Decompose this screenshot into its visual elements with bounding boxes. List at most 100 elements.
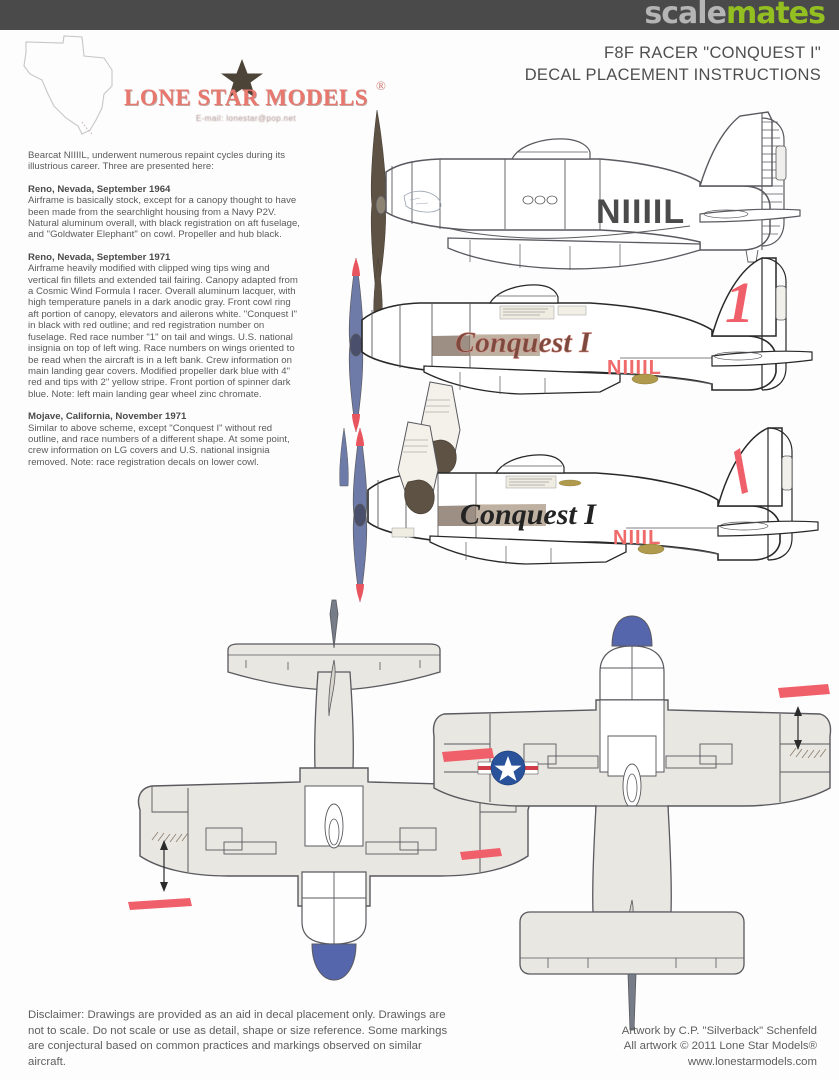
spinner-1971-mojave (353, 503, 367, 527)
cowl-top (599, 645, 665, 701)
copyright-line: All artwork © 2011 Lone Star Models® (623, 1040, 817, 1053)
star-icon (221, 59, 263, 98)
panel-decal-mojave (505, 475, 557, 489)
us-national-insignia (477, 750, 539, 786)
gear-bay-left-bottom (205, 827, 243, 851)
lg-wheel-reno (426, 439, 457, 475)
scheme-body-1: Airframe heavily modified with clipped w… (28, 263, 298, 400)
registered-mark-icon: ® (376, 78, 386, 93)
trim-tab-reno (775, 285, 787, 321)
profile-1971-mojave-drawing (339, 421, 819, 603)
race-number-reno: 1 (725, 270, 754, 335)
race-number-decal-top-left (442, 748, 494, 762)
sheet-header: LONE STAR MODELS ® E-mail: lonestar@pop.… (0, 30, 839, 135)
wing-1964 (447, 237, 701, 270)
vertical-tail-reno (711, 257, 777, 337)
propeller-1971-mojave (339, 427, 368, 603)
horizontal-tail-bottom (227, 643, 441, 691)
spinner-top (611, 615, 653, 647)
aileron-hatch-top (789, 747, 827, 759)
cowl-bottom (301, 871, 367, 945)
lg-cover-mojave (397, 421, 439, 507)
scheme-heading-1: Reno, Nevada, September 1971 (28, 251, 171, 263)
scheme-heading-0: Reno, Nevada, September 1964 (28, 183, 171, 195)
gun-panel-right-top (699, 743, 733, 765)
belly-panel-bottom (304, 785, 364, 847)
wings-top (432, 699, 832, 817)
fuselage-1964 (385, 158, 771, 251)
texas-outline-icon (23, 35, 113, 135)
trim-tab-1964 (775, 145, 787, 181)
bottom-plan-view-drawing (128, 599, 531, 981)
wings-bottom (137, 767, 531, 907)
race-number-mojave (734, 448, 748, 494)
spinner-1971-reno (349, 333, 363, 357)
scheme-notes: Bearcat NIIIIL, underwent numerous repai… (28, 150, 300, 468)
trim-tab-mojave (781, 455, 793, 491)
lg-wheel-mojave (404, 479, 435, 515)
anodic-grey-panel-reno (432, 334, 540, 356)
horiz-stab-1964 (699, 208, 801, 223)
vertical-fin-top (627, 973, 637, 1031)
conquest-script-reno: Conquest I (455, 326, 592, 359)
top-plan-view-drawing (432, 615, 832, 1031)
canopy-top (607, 735, 657, 777)
canopy-1971-reno (488, 284, 559, 304)
scheme-body-2: Similar to above scheme, except "Conques… (28, 422, 290, 468)
spinner-1964 (375, 195, 387, 215)
scheme-heading-2: Mojave, California, November 1971 (28, 411, 187, 423)
lower-cowl-decal-mojave (391, 527, 415, 538)
gear-bay-right-bottom (399, 827, 437, 851)
wing-1971-reno (423, 365, 621, 395)
scheme-body-0: Airframe is basically stock, except for … (28, 195, 300, 241)
profile-1964-drawing (370, 109, 801, 301)
horiz-stab-reno (711, 350, 813, 367)
canopy-1964 (510, 138, 591, 160)
fuselage-1971-reno (361, 302, 777, 391)
gun-panel-left-top (523, 743, 557, 765)
scalemates-logo-scale: scale (644, 0, 727, 31)
anodic-grey-panel-mojave (438, 504, 546, 526)
lone-star-models-brand: LONE STAR MODELS ® E-mail: lonestar@pop.… (96, 30, 416, 135)
disclaimer-text: Disclaimer: Drawings are provided as an … (28, 1009, 448, 1068)
spinner-bottom (311, 943, 357, 981)
propeller-1964 (370, 109, 386, 301)
race-number-decal-top-right (778, 684, 830, 698)
brand-name: LONE STAR MODELS (123, 85, 368, 110)
horizontal-tail-top (519, 911, 745, 975)
race-number-decal-bottom-right (460, 848, 502, 860)
placement-arrow-bottom (160, 840, 168, 892)
registration-mojave: NIIIL (613, 527, 661, 549)
vertical-fin-bottom (329, 599, 339, 649)
website-link[interactable]: www.lonestarmodels.com (687, 1055, 817, 1068)
scalemates-logo-mates: mates (725, 0, 826, 31)
fuselage-1971-mojave (367, 472, 781, 561)
registration-1964: NIIIIL (596, 193, 685, 231)
scalemates-watermark-bar: scalemates (0, 0, 839, 30)
wing-1971-mojave (429, 535, 627, 565)
goldwater-elephant-decal (403, 190, 442, 213)
scalemates-logo: scalemates (644, 0, 826, 31)
propeller-1971-reno (348, 257, 383, 433)
sponsor-decal-mojave (637, 543, 665, 555)
lg-cover-reno (419, 381, 461, 467)
notes-intro: Bearcat NIIIIL, underwent numerous repai… (28, 150, 286, 173)
title-line-2: DECAL PLACEMENT INSTRUCTIONS (524, 66, 821, 84)
sheet-title: F8F RACER "CONQUEST I" DECAL PLACEMENT I… (401, 42, 821, 86)
placement-arrow-top (794, 706, 802, 750)
crew-info-decal-reno (499, 305, 555, 320)
horiz-stab-mojave (717, 520, 819, 537)
aileron-hatch-bottom (151, 831, 189, 843)
rudder-ribs-1964 (762, 121, 783, 235)
registration-reno: NIIIIL (607, 357, 662, 379)
brand-email: E-mail: lonestar@pop.net (196, 114, 296, 123)
sponsor-decal-reno (631, 373, 659, 385)
credits-block: Artwork by C.P. "Silverback" Schenfeld A… (417, 1024, 817, 1070)
race-number-decal-bottom-left (128, 898, 192, 910)
rear-fuselage-bottom (314, 671, 354, 769)
conquest-script-mojave: Conquest I (460, 498, 597, 531)
title-line-1: F8F RACER "CONQUEST I" (604, 44, 821, 62)
rear-fuselage-top (592, 805, 672, 913)
canopy-1971-mojave (494, 454, 565, 474)
